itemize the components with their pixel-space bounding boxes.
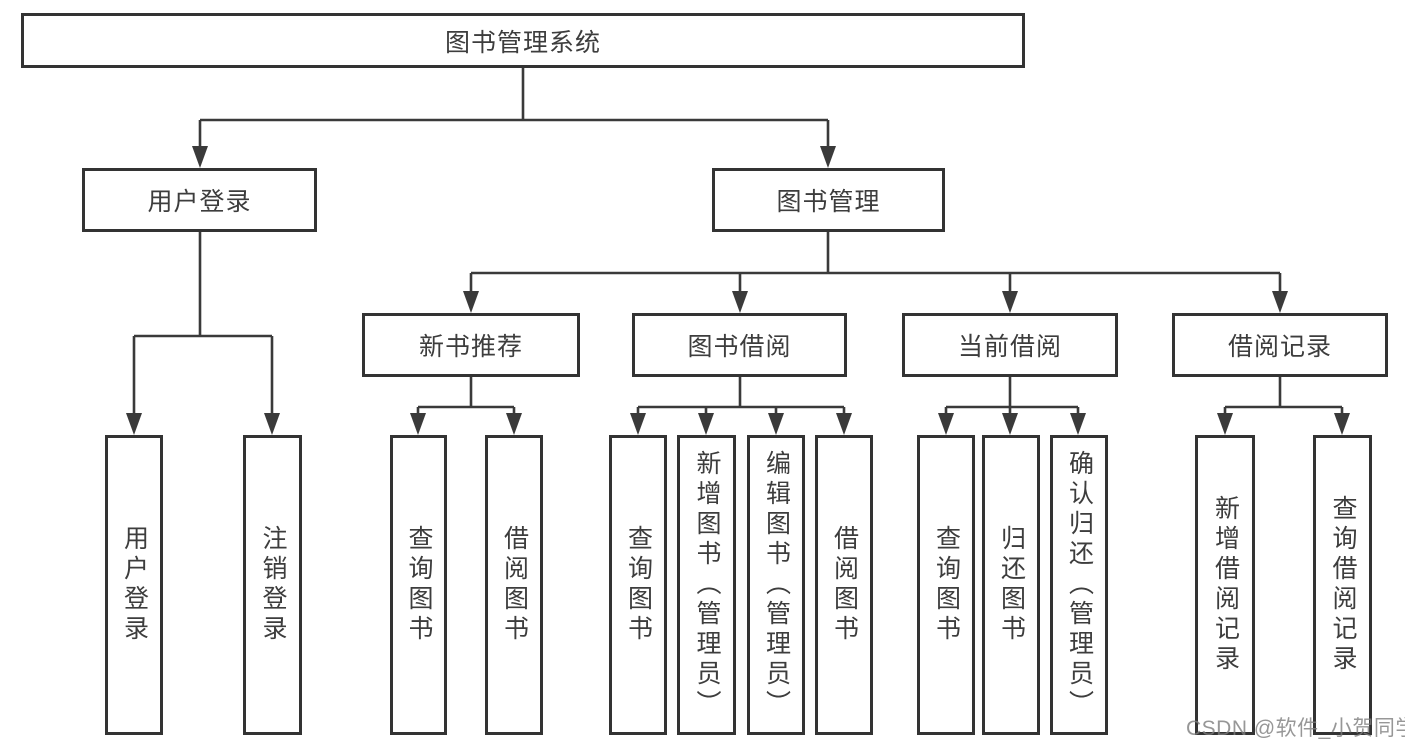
leaf-add-record-label: 新增借阅记录	[1211, 495, 1240, 675]
leaf-confirm-return-admin-label: 确认归还（管理员）	[1065, 450, 1094, 720]
node-new-book-recommend-label: 新书推荐	[418, 333, 523, 361]
leaf-current-query-label: 查询图书	[932, 525, 961, 645]
leaf-borrow-edit-admin: 编辑图书（管理员）	[747, 435, 805, 735]
leaf-logout-label: 注销登录	[259, 525, 287, 645]
arrowhead	[938, 413, 954, 435]
node-current-borrow-label: 当前借阅	[957, 333, 1062, 361]
node-current-borrow: 当前借阅	[902, 313, 1118, 377]
arrowhead	[463, 291, 479, 313]
leaf-user-login-label: 用户登录	[120, 525, 149, 645]
arrowhead	[264, 413, 280, 435]
node-borrow-records: 借阅记录	[1172, 313, 1388, 377]
edge-bookmgmt-arrow-lines	[469, 273, 1282, 297]
arrowhead	[1217, 413, 1233, 435]
node-book-management-label: 图书管理	[776, 188, 881, 216]
leaf-borrow-query-label: 查询图书	[624, 525, 653, 645]
leaf-return-book: 归还图书	[982, 435, 1040, 735]
arrowhead	[820, 146, 836, 168]
leaf-newbook-query-label: 查询图书	[405, 525, 433, 645]
node-new-book-recommend: 新书推荐	[362, 313, 580, 377]
arrowhead	[126, 413, 142, 435]
leaf-newbook-borrow: 借阅图书	[485, 435, 543, 735]
edge-records-trunk	[1225, 377, 1342, 409]
leaf-add-record: 新增借阅记录	[1195, 435, 1255, 735]
leaf-borrow-edit-admin-label: 编辑图书（管理员）	[762, 450, 791, 720]
edge-newbook-trunk	[418, 377, 514, 409]
edge-root-trunk	[200, 66, 828, 122]
node-user-login-label: 用户登录	[147, 188, 252, 216]
leaf-borrow-query: 查询图书	[609, 435, 667, 735]
node-root-label: 图书管理系统	[444, 28, 601, 57]
node-user-login: 用户登录	[82, 168, 317, 232]
node-borrow-records-label: 借阅记录	[1227, 333, 1332, 361]
leaf-query-record: 查询借阅记录	[1313, 435, 1372, 735]
edge-root-arrow-lines	[198, 120, 830, 152]
arrowhead	[768, 413, 784, 435]
leaf-current-query: 查询图书	[917, 435, 975, 735]
leaf-query-record-label: 查询借阅记录	[1329, 495, 1357, 675]
arrowhead	[1002, 413, 1018, 435]
leaf-borrow-add-admin: 新增图书（管理员）	[677, 435, 736, 735]
edge-userlogin-arrow-lines	[132, 336, 274, 419]
edge-userlogin-trunk	[134, 232, 272, 338]
edge-bookborrow-arrow-lines	[636, 407, 846, 419]
arrowhead	[698, 413, 714, 435]
arrowhead	[836, 413, 852, 435]
csdn-watermark: CSDN @软件_小贺同学	[1186, 717, 1405, 740]
node-book-borrow-label: 图书借阅	[687, 333, 792, 361]
arrowhead	[1070, 413, 1086, 435]
arrowhead	[410, 413, 426, 435]
node-book-borrow: 图书借阅	[632, 313, 847, 377]
arrowhead	[1334, 413, 1350, 435]
leaf-confirm-return-admin: 确认归还（管理员）	[1050, 435, 1108, 735]
edge-newbook-arrow-lines	[416, 407, 516, 419]
arrowhead	[506, 413, 522, 435]
leaf-logout: 注销登录	[243, 435, 302, 735]
edge-bookborrow-trunk	[638, 377, 844, 409]
arrowhead	[630, 413, 646, 435]
edge-currentborrow-arrow-lines	[944, 407, 1080, 419]
leaf-newbook-query: 查询图书	[390, 435, 447, 735]
leaf-borrow-add-admin-label: 新增图书（管理员）	[693, 450, 721, 720]
edge-bookmgmt-trunk	[471, 232, 1280, 275]
leaf-user-login: 用户登录	[105, 435, 163, 735]
node-book-management: 图书管理	[712, 168, 945, 232]
edge-currentborrow-trunk	[946, 377, 1078, 409]
arrowhead	[1002, 291, 1018, 313]
arrowhead	[732, 291, 748, 313]
arrowhead	[1272, 291, 1288, 313]
edge-records-arrow-lines	[1223, 407, 1344, 419]
arrowhead	[192, 146, 208, 168]
leaf-newbook-borrow-label: 借阅图书	[500, 525, 529, 645]
leaf-return-book-label: 归还图书	[997, 525, 1026, 645]
leaf-borrow-book: 借阅图书	[815, 435, 873, 735]
node-root: 图书管理系统	[21, 13, 1025, 68]
leaf-borrow-book-label: 借阅图书	[830, 525, 859, 645]
